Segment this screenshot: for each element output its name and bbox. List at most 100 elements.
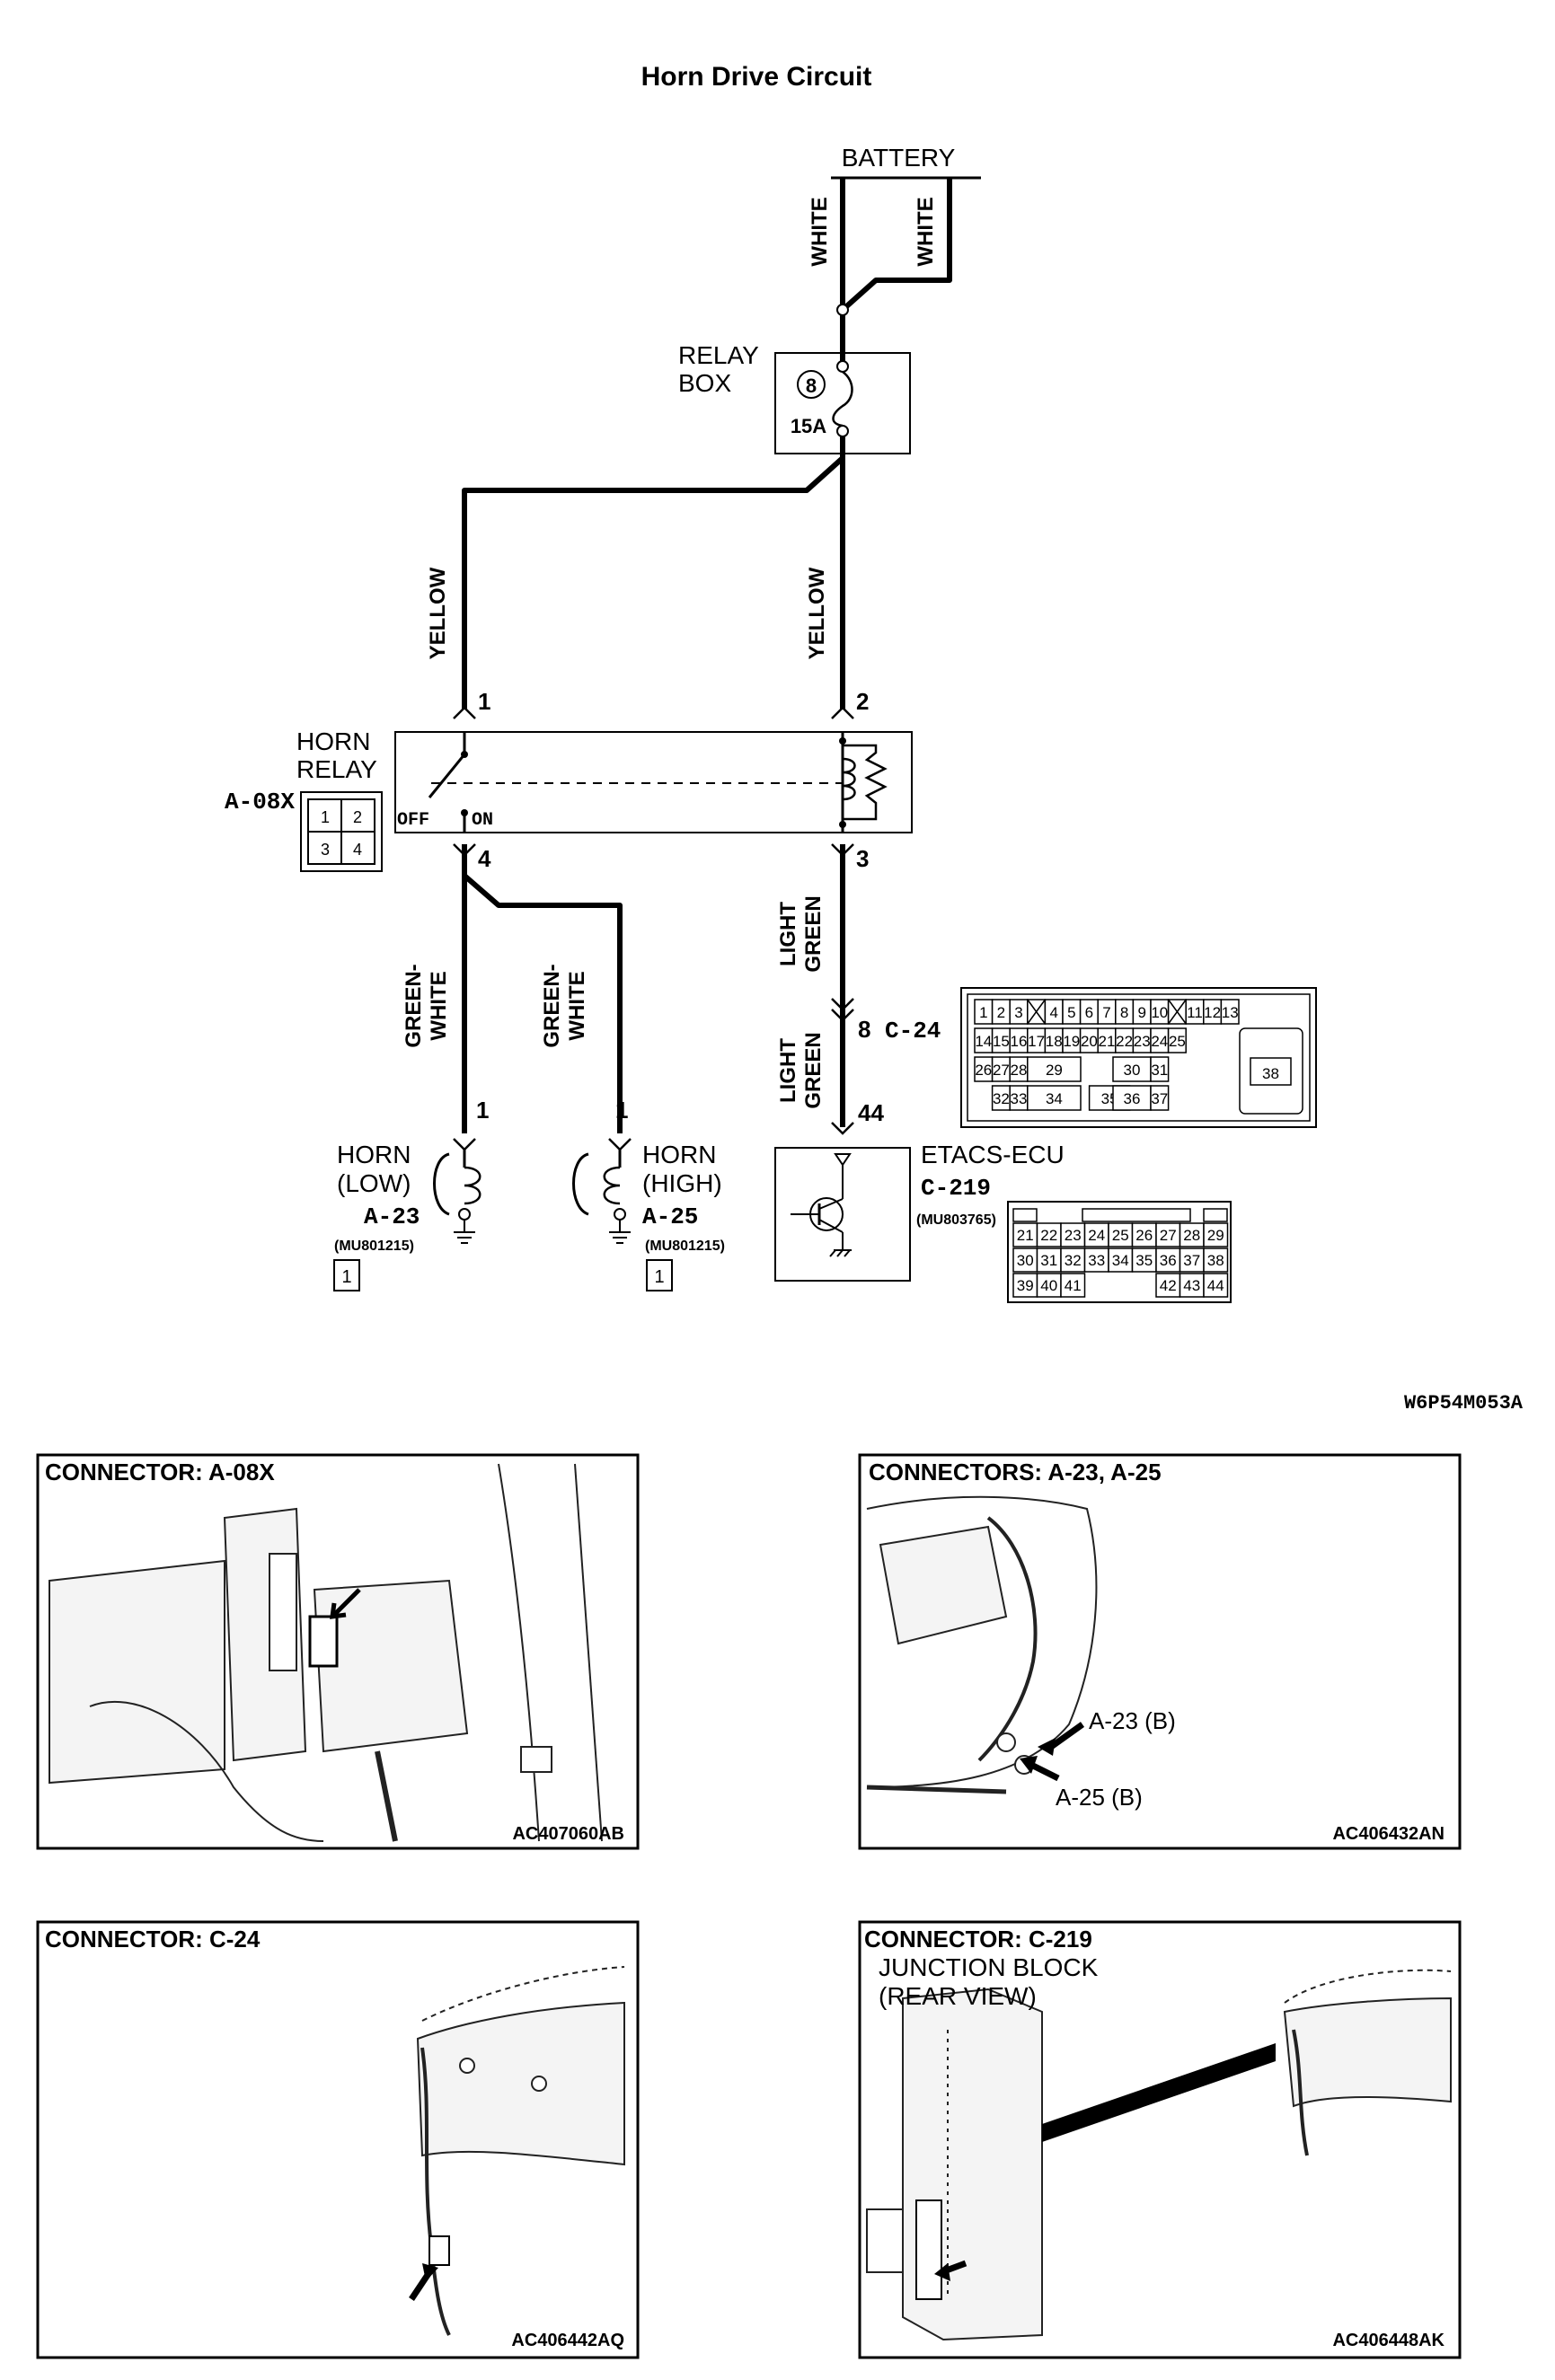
horn-high: 1 HORN (HIGH) A-25 (MU801215) 1 (572, 1097, 725, 1291)
c219-sketch-side-connector (866, 2208, 904, 2273)
horn-low-ground-terminal (458, 1208, 471, 1221)
a23-sketch-horn-1 (996, 1732, 1016, 1752)
c24-pin: 18 (1046, 1033, 1063, 1050)
c24-pin: 30 (1124, 1062, 1141, 1079)
c219-sketch-dash-panel (1283, 1997, 1452, 2108)
c219-sketch-dash (1284, 1969, 1452, 2004)
a08x-sketch-bracket (520, 1746, 552, 1773)
a08x-pin-4: 4 (353, 841, 362, 859)
etacs-label: ETACS-ECU (921, 1141, 1065, 1168)
c24-pin: 7 (1102, 1004, 1110, 1021)
c24-pin: 36 (1124, 1090, 1141, 1107)
c219-sketch-harness (1292, 2029, 1309, 2156)
c24-pin: 27 (993, 1062, 1010, 1079)
c24-pin-cell (1112, 1056, 1152, 1082)
c24-pin: 9 (1137, 1004, 1145, 1021)
horn-low-label-2: (LOW) (337, 1169, 411, 1197)
a23-sketch-frame (866, 1785, 1007, 1794)
horn-low-icon (333, 1259, 360, 1291)
c24-pin: 6 (1085, 1004, 1093, 1021)
etacs-input-triangle (834, 1153, 852, 1167)
fuse-bottom-terminal (836, 425, 849, 437)
c24-pin: 15 (993, 1033, 1010, 1050)
c219-pin: 28 (1183, 1227, 1200, 1244)
figure-code: W6P54M053A (1404, 1392, 1524, 1415)
c24-pin-cell (1167, 1027, 1187, 1053)
c219-pin: 31 (1040, 1252, 1057, 1269)
horn-relay-terminal-3: 3 (856, 845, 869, 872)
c219-pin-cell (1036, 1273, 1062, 1298)
green-white-low-label-2: WHITE (427, 971, 451, 1040)
c24-pin-cell (1220, 999, 1240, 1025)
c24-pin: 26 (975, 1062, 992, 1079)
a23-callout-arrow (1048, 1722, 1085, 1750)
c219-pin: 30 (1017, 1252, 1034, 1269)
c219-pin-cell (1179, 1247, 1205, 1273)
a08x-sketch-battery (49, 1559, 225, 1785)
panel-a23-code: AC406432AN (1332, 1824, 1445, 1844)
c219-key (1012, 1208, 1038, 1222)
c219-callout-arrowhead (934, 2263, 950, 2281)
c219-pin: 44 (1207, 1277, 1224, 1294)
horn-low-icon-number: 1 (341, 1267, 351, 1287)
panel-a08x-code: AC407060AB (512, 1824, 624, 1844)
c219-pin-cell (1036, 1222, 1062, 1247)
etacs-pin-8: 8 (858, 1016, 870, 1043)
a23-sketch-bumper (866, 1495, 1098, 1788)
panel-c219-title: CONNECTOR: C-219 (864, 1926, 1092, 1952)
green-white-high-label-2: WHITE (565, 971, 589, 1040)
c219-pin: 23 (1065, 1227, 1082, 1244)
fuse-input-terminal (836, 304, 849, 316)
horn-low-coil (464, 1166, 482, 1205)
panel-a23-frame (858, 1453, 1462, 1850)
horn-high-icon-number: 1 (654, 1267, 664, 1287)
c219-pin-cell (1155, 1273, 1181, 1298)
a08x-sketch-harness (89, 1700, 324, 1842)
c24-sketch-harness (420, 2047, 451, 2336)
a25-callout-arrowhead (1020, 1756, 1038, 1774)
terminal-2-arrow (831, 706, 854, 719)
green-white-low-label-1: GREEN- (402, 964, 426, 1047)
coil-top-node (839, 737, 846, 745)
c219-pin-cell (1203, 1273, 1229, 1298)
etacs-ground-hatch-3 (844, 1249, 851, 1257)
fuse-number: 8 (806, 375, 817, 397)
a08x-sketch-body-2 (574, 1463, 603, 1842)
yellow-wire-label-right: YELLOW (805, 567, 829, 659)
c219-pin-cell (1131, 1222, 1157, 1247)
horn-relay-label-2: RELAY (296, 755, 377, 783)
c219-pin-cell (1083, 1247, 1109, 1273)
a08x-pin-3: 3 (321, 841, 330, 859)
switch-off-label: OFF (397, 810, 429, 831)
coil-bottom-node (839, 821, 846, 828)
a25-callout-label: A-25 (B) (1056, 1784, 1143, 1811)
c219-pin: 21 (1017, 1227, 1034, 1244)
panel-c219-subtitle-2: (REAR VIEW) (879, 1982, 1037, 2010)
terminal-1-arrow (453, 706, 476, 719)
c24-label: C-24 (885, 1018, 941, 1045)
c219-pin: 29 (1207, 1227, 1224, 1244)
etacs-connector: C-219 (921, 1175, 991, 1202)
c24-pin: 17 (1028, 1033, 1045, 1050)
transistor-emitter (818, 1219, 844, 1233)
relay-box-label-1: RELAY (678, 341, 759, 369)
light-green-lower-label-1: LIGHT (776, 1038, 800, 1103)
panel-a08x: CONNECTOR: A-08X AC407060AB (36, 1453, 640, 1850)
a08x-sketch-body-1 (498, 1463, 540, 1842)
light-green-upper-label-1: LIGHT (776, 902, 800, 966)
relay-box: RELAY BOX 8 15A (678, 304, 911, 454)
c24-pin: 20 (1081, 1033, 1098, 1050)
c24-pin: 11 (1187, 1004, 1203, 1021)
c24-pin: 34 (1046, 1090, 1063, 1107)
coil-resistor (843, 744, 888, 821)
c24-pin: 13 (1222, 1004, 1239, 1021)
horn-relay-label-1: HORN (296, 727, 370, 755)
c219-pin: 33 (1088, 1252, 1105, 1269)
a08x-sketch-relay (308, 1615, 339, 1668)
c219-pin: 39 (1017, 1277, 1034, 1294)
transistor-collector (818, 1198, 844, 1210)
horn-relay: HORN RELAY A-08X 1 2 3 4 OFF ON (225, 727, 913, 872)
